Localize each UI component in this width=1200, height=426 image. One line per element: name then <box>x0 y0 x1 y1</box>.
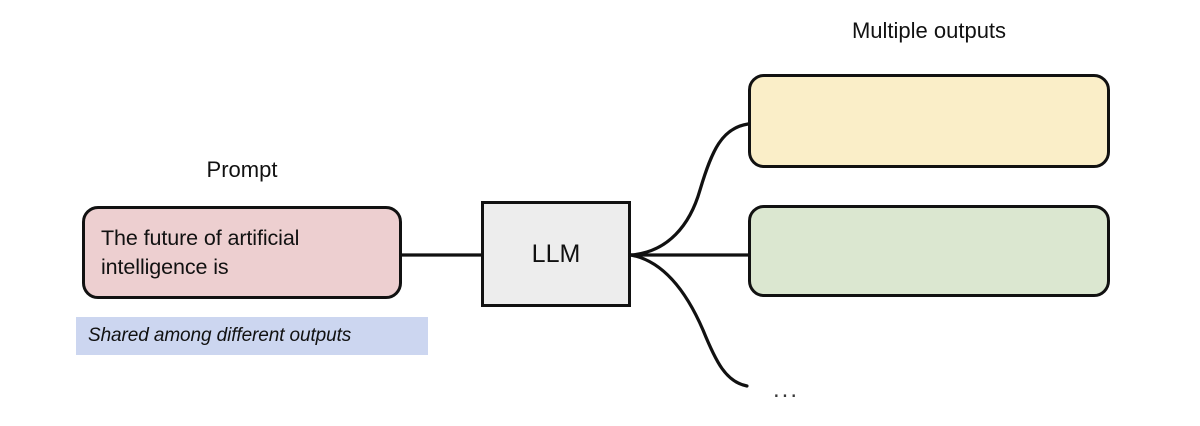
connector-llm-to-ellipsis <box>629 253 749 388</box>
shared-note-text: Shared among different outputs <box>88 325 352 346</box>
shared-note-highlight: Shared among different outputs <box>76 317 428 355</box>
outputs-label: Multiple outputs <box>851 18 1007 43</box>
output-box-2[interactable] <box>748 205 1110 297</box>
llm-box[interactable]: LLM <box>481 201 631 307</box>
llm-label: LLM <box>531 239 581 268</box>
prompt-text: The future of artificial intelligence is <box>101 225 300 279</box>
connector-llm-to-output-1 <box>629 122 750 257</box>
prompt-box[interactable]: The future of artificial intelligence is <box>82 206 402 299</box>
prompt-label: Prompt <box>206 157 278 182</box>
output-box-1[interactable] <box>748 74 1110 168</box>
output-ellipsis: ... <box>773 376 800 403</box>
